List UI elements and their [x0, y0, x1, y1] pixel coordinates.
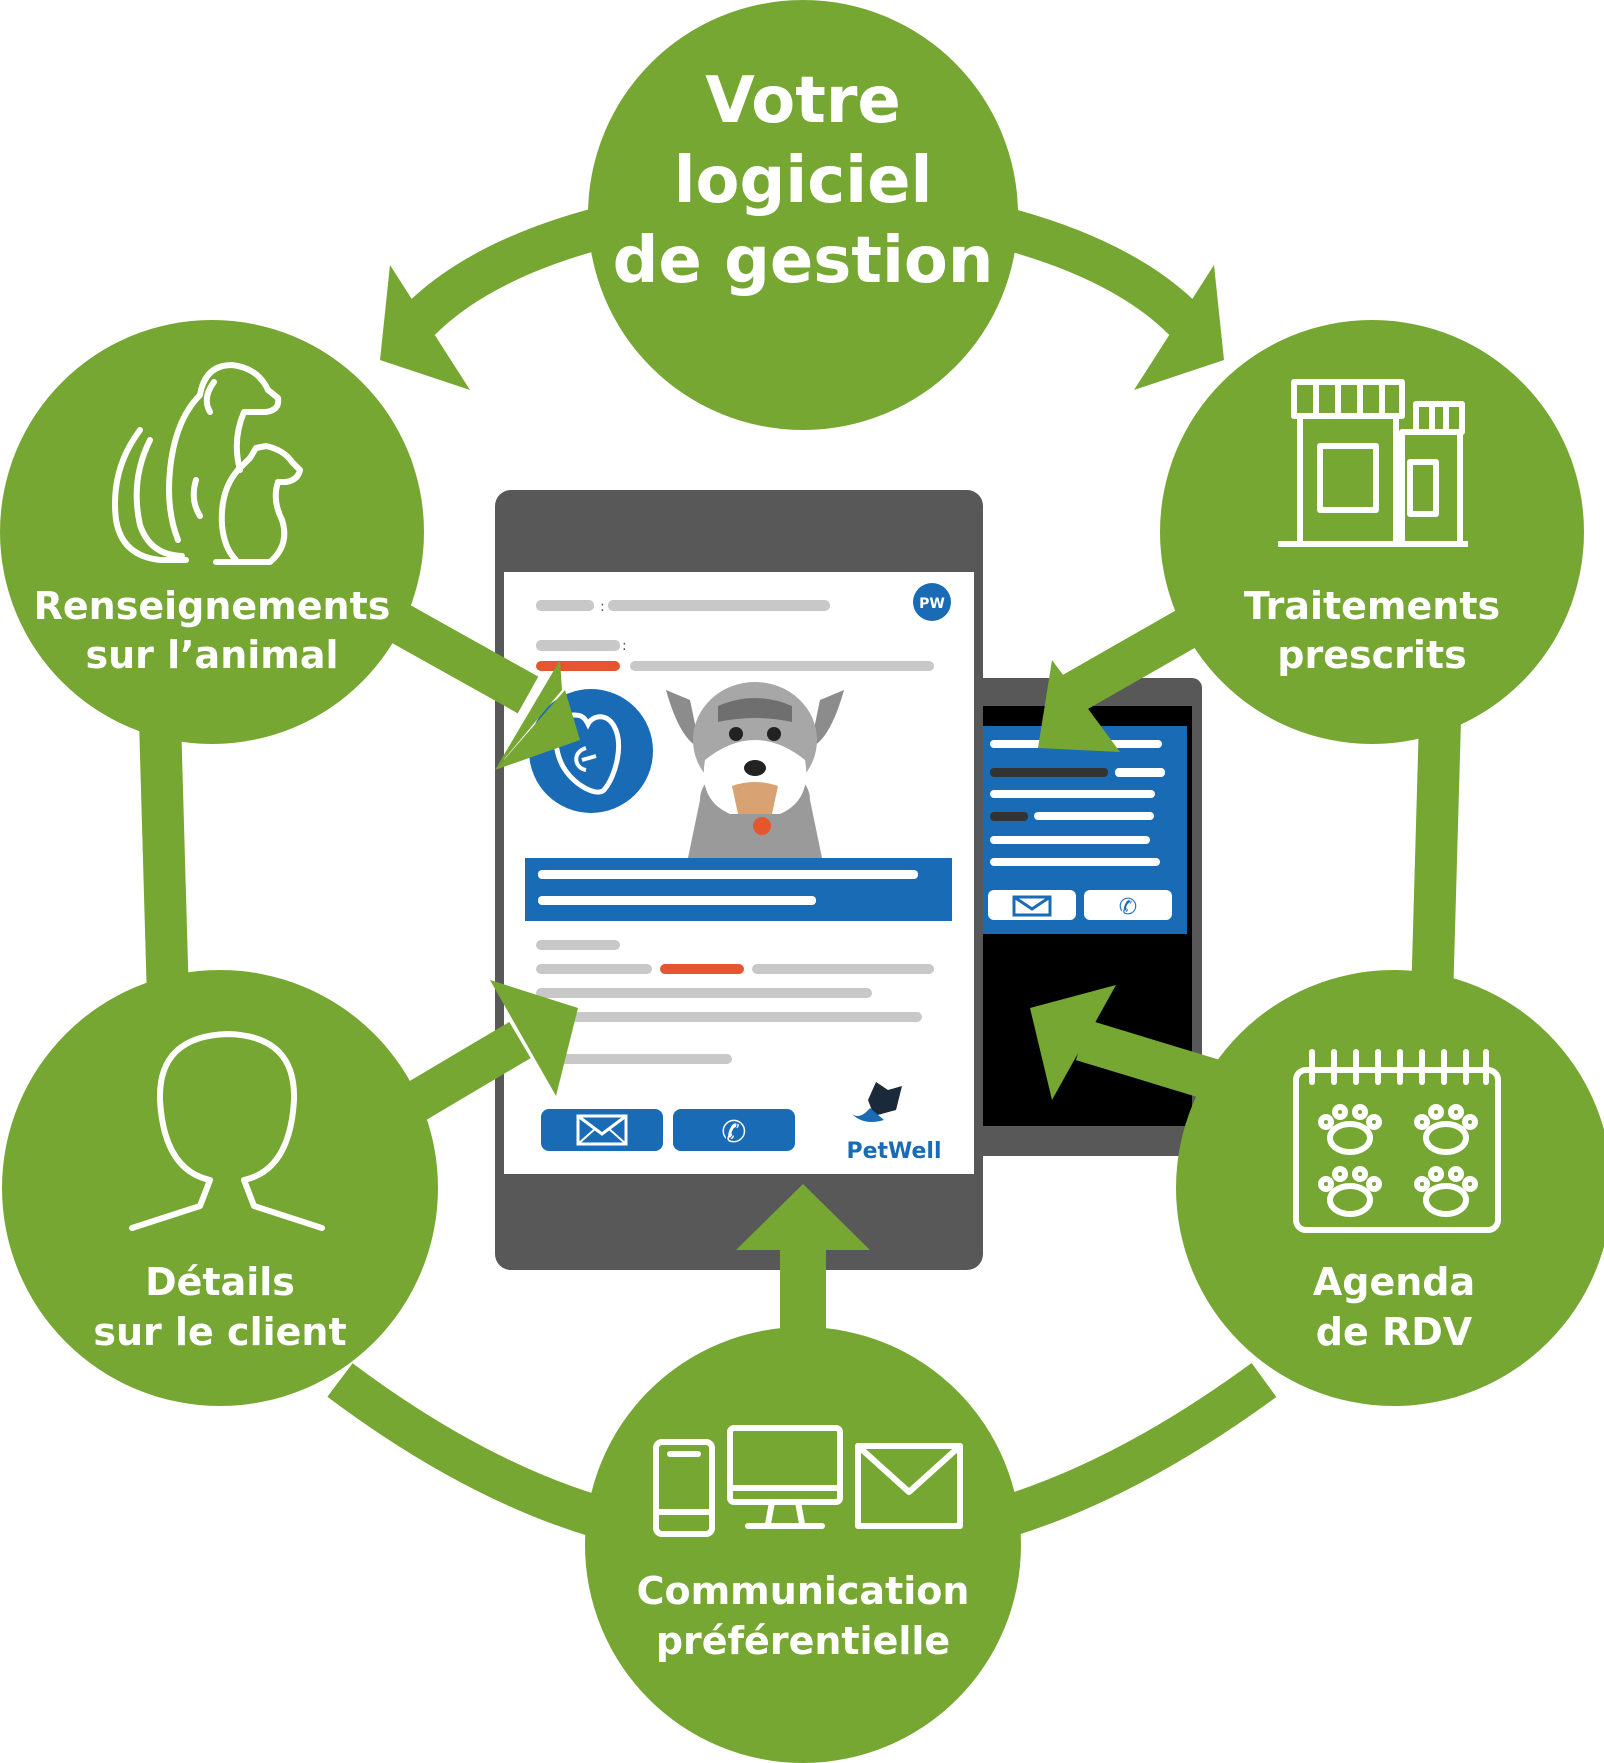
info-panel	[525, 858, 952, 921]
node-label-line-2: de RDV	[1316, 1310, 1473, 1354]
node-label-line-2: sur le client	[93, 1310, 346, 1354]
phone-icon: ✆	[721, 1115, 746, 1150]
hub-node: Votre logiciel de gestion	[588, 0, 1018, 430]
node-label-line-1: Traitements	[1244, 584, 1500, 628]
node-treatments: Traitements prescrits	[1160, 320, 1584, 744]
node-label-line-1: Communication	[637, 1569, 970, 1613]
hub-title-line-1: Votre	[705, 64, 901, 138]
node-agenda: Agenda de RDV	[1176, 970, 1604, 1406]
hub-title-line-3: de gestion	[613, 224, 994, 298]
node-label-line-1: Détails	[145, 1260, 295, 1304]
petwell-logo-text: PetWell	[846, 1139, 941, 1164]
node-label-line-2: sur l’animal	[85, 633, 338, 677]
separator-colon: :	[600, 599, 605, 615]
hub-arrow-left	[380, 228, 600, 390]
hub-arrow-right	[1004, 228, 1224, 390]
node-label-line-1: Agenda	[1313, 1260, 1475, 1304]
pw-badge-text: PW	[919, 596, 945, 612]
hub-title-line-2: logiciel	[674, 144, 933, 218]
node-animal: Renseignements sur l’animal	[0, 320, 424, 744]
node-communication: Communication préférentielle	[585, 1327, 1021, 1763]
node-label-line-1: Renseignements	[34, 584, 391, 628]
node-label-line-2: préférentielle	[656, 1619, 950, 1663]
separator-colon: :	[622, 638, 627, 654]
main-tablet: : PW :	[495, 490, 983, 1270]
back-phone-icon: ✆	[1119, 895, 1137, 920]
node-client: Détails sur le client	[2, 970, 438, 1406]
node-label-line-2: prescrits	[1277, 633, 1466, 677]
